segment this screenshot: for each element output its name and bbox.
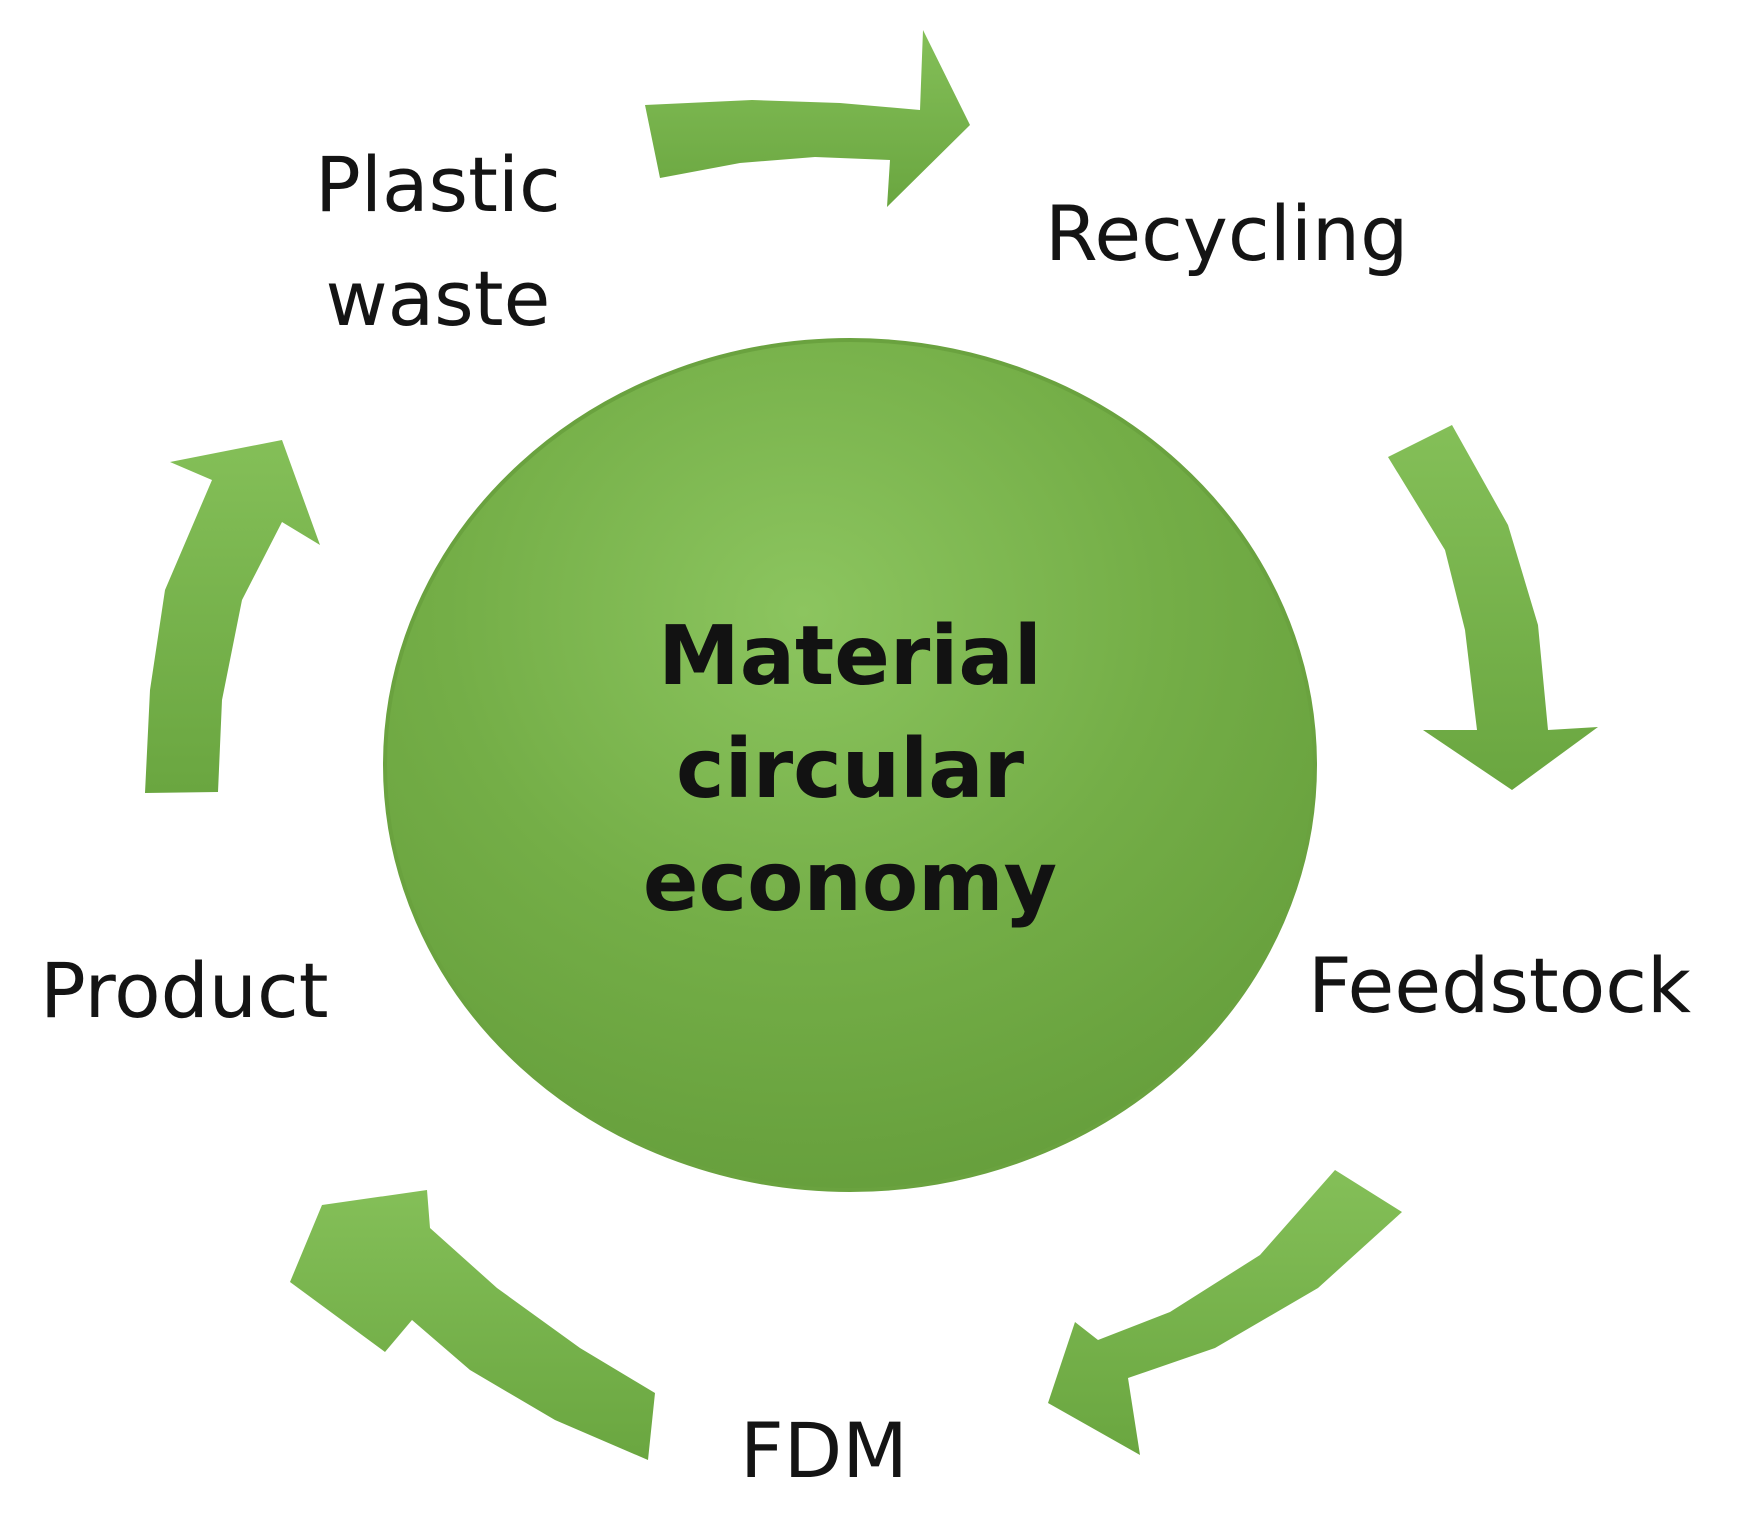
stage-label-recycling: Recycling xyxy=(1045,189,1409,278)
arrow-to-product-icon xyxy=(290,1190,655,1460)
stage-label-plastic-waste-line-2: waste xyxy=(325,254,551,343)
center-title-line-1: Material xyxy=(658,609,1042,704)
stage-label-product: Product xyxy=(40,946,329,1035)
stage-label-feedstock: Feedstock xyxy=(1308,941,1692,1030)
arrow-to-fdm-icon xyxy=(1048,1170,1402,1455)
center-title-line-3: economy xyxy=(642,835,1058,931)
center-title-line-2: circular xyxy=(675,722,1025,818)
center-circle xyxy=(383,338,1317,1192)
arrow-to-recycling-icon xyxy=(645,30,970,207)
stage-label-fdm: FDM xyxy=(740,1406,908,1495)
arrow-to-feedstock-icon xyxy=(1388,425,1598,790)
center-title: Material circular economy xyxy=(560,600,1140,939)
arrow-to-plastic-waste-icon xyxy=(145,440,320,793)
stage-label-plastic-waste: Plastic waste xyxy=(315,128,561,356)
stage-label-plastic-waste-line-1: Plastic xyxy=(315,140,561,229)
